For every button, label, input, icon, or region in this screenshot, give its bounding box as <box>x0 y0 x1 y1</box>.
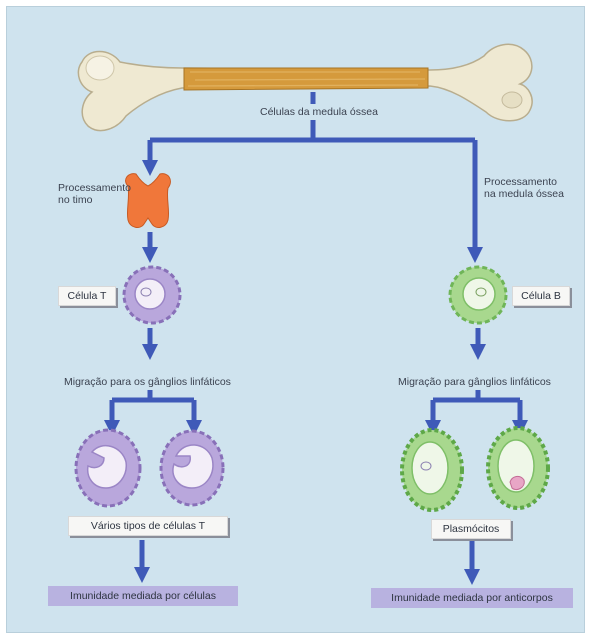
right-process-label-line1: Processamento <box>484 176 557 188</box>
b-cell-icon <box>450 267 506 323</box>
t-cell-types-label: Vários tipos de células T <box>68 516 228 536</box>
b-cell-label: Célula B <box>512 286 570 306</box>
left-migration-label: Migração para os gânglios linfáticos <box>64 376 231 388</box>
right-migration-label: Migração para gânglios linfáticos <box>398 376 551 388</box>
t-cell-icon <box>124 267 180 323</box>
thymus-icon <box>126 174 171 228</box>
plasma-cells-label: Plasmócitos <box>431 519 511 539</box>
left-process-label-line2: no timo <box>58 194 92 206</box>
t-cell-label: Célula T <box>58 286 116 306</box>
t-cell-type-2-icon <box>161 431 223 505</box>
t-cell-type-1-icon <box>76 430 140 506</box>
antibody-mediated-immunity-label: Imunidade mediada por anticorpos <box>371 588 573 608</box>
top-label: Células da medula óssea <box>260 106 378 118</box>
plasma-cell-1-icon <box>402 430 462 510</box>
left-process-label-line1: Processamento <box>58 182 131 194</box>
right-process-label-line2: na medula óssea <box>484 188 564 200</box>
plasma-cell-2-icon <box>488 428 548 508</box>
cell-mediated-immunity-label: Imunidade mediada por células <box>48 586 238 606</box>
